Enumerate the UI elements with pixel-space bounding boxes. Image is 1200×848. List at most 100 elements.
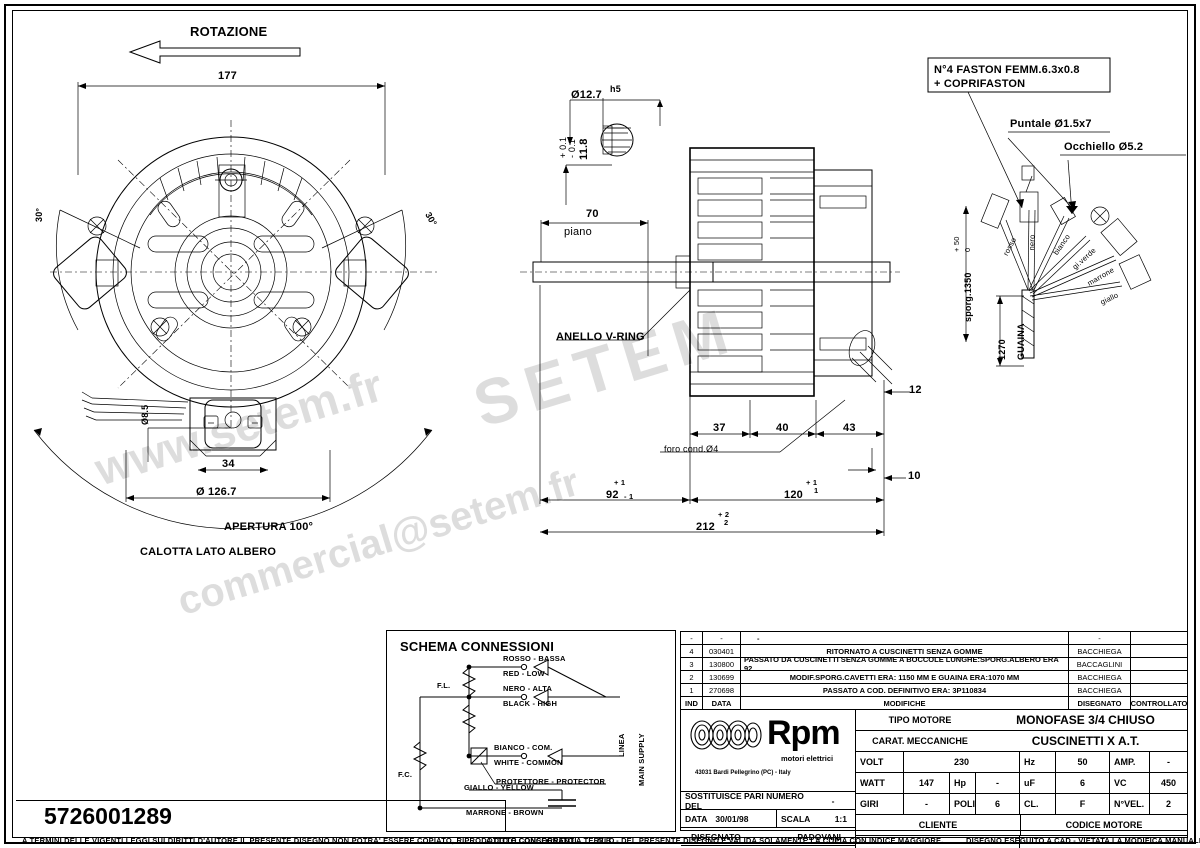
- rev-data: 030401: [703, 645, 741, 657]
- volt-value: 230: [904, 752, 1020, 772]
- watt-row: WATT 147 Hp - uF 6 VC 450: [856, 773, 1187, 794]
- drawing-number-box: 5726001289: [16, 800, 506, 832]
- schema-wire-nero-it: NERO - ALTA: [503, 684, 553, 693]
- watt-value: 147: [904, 773, 950, 793]
- plane-label: piano: [564, 226, 592, 238]
- rev-top-dis: -: [1069, 632, 1131, 644]
- schema-wire-protettore: PROTETTORE - PROTECTOR: [496, 777, 606, 786]
- dim-70: 70: [586, 208, 599, 220]
- rev-ctr: [1131, 658, 1187, 670]
- rev-dis: BACCHIEGA: [1069, 645, 1131, 657]
- schema-wire-rosso-en: RED - LOW: [503, 669, 545, 678]
- dim-37: 37: [713, 422, 726, 434]
- sheet-border-outer: [4, 4, 1196, 844]
- schema-main-supply-label: MAIN SUPPLY: [637, 733, 646, 786]
- dim-120-tol: + 1: [806, 478, 818, 487]
- dim-92: 92: [606, 489, 619, 501]
- disegnato-row: DISEGNATO PADOVANI: [681, 828, 855, 846]
- schema-wire-bianco-en: WHITE - COMMON: [494, 758, 563, 767]
- rev-ind: 3: [681, 658, 703, 670]
- tipo-motore-label: TIPO MOTORE: [888, 715, 952, 725]
- dim-120-tol2: 1: [814, 486, 819, 495]
- carat-meccaniche-row: CARAT. MECCANICHE CUSCINETTI X A.T.: [856, 731, 1187, 752]
- uf-label: uF: [1020, 773, 1056, 793]
- schema-fl-label: F.L.: [437, 681, 451, 690]
- hp-label: Hp: [950, 773, 976, 793]
- drawing-number: 5726001289: [44, 803, 172, 829]
- dim-212-tol2: 2: [724, 518, 729, 527]
- hz-label: Hz: [1020, 752, 1056, 772]
- rev-mod: MODIF.SPORG.CAVETTI ERA: 1150 MM E GUAIN…: [741, 671, 1069, 683]
- rev-top-ind: -: [681, 632, 703, 644]
- hz-value: 50: [1056, 752, 1110, 772]
- rev-header-top-row: - - - -: [681, 632, 1187, 645]
- poli-label: POLI: [950, 794, 976, 814]
- cl-label: CL.: [1020, 794, 1056, 814]
- data-label: DATA: [685, 813, 708, 824]
- title-block: - - - - 4 030401 RITORNATO A CUSCINETTI …: [680, 631, 1188, 848]
- rev-top-data: -: [703, 632, 741, 644]
- rev-mod: PASSATO A COD. DEFINITIVO ERA: 3P110834: [741, 684, 1069, 696]
- rpm-logo-box: Rpm motori elettrici 43031 Bardi Pellegr…: [681, 710, 855, 792]
- schema-wire-giallo: GIALLO - YELLOW: [464, 783, 534, 792]
- dim-177: 177: [218, 70, 237, 82]
- dim-12: 12: [909, 384, 922, 396]
- aperture-label: APERTURA 100°: [224, 521, 314, 533]
- schema-wire-nero-en: BLACK - HIGH: [503, 699, 558, 708]
- volt-row: VOLT 230 Hz 50 AMP. -: [856, 752, 1187, 773]
- rev-ctr: [1131, 671, 1187, 683]
- dim-bolt-circle: Ø 126.7: [196, 486, 237, 498]
- footer-mid: N.B. - DEL PRESENTE DISEGNO E'VALIDA SOL…: [598, 836, 944, 845]
- codice-row: CODICE CLIENTE - 110657.00: [856, 836, 1187, 848]
- rev-mod: PASSATO DA CUSCINETTI SENZA GOMME A BOCC…: [741, 658, 1069, 670]
- sheet-border-inner: [12, 10, 1188, 838]
- poli-value: 6: [976, 794, 1020, 814]
- hp-value: -: [976, 773, 1020, 793]
- table-row: 3 130800 PASSATO DA CUSCINETTI SENZA GOM…: [681, 658, 1187, 671]
- rev-ind: 1: [681, 684, 703, 696]
- rev-mod: RITORNATO A CUSCINETTI SENZA GOMME: [741, 645, 1069, 657]
- codice-motore-label: CODICE MOTORE: [1065, 820, 1143, 830]
- rpm-address: 43031 Bardi Pellegrino (PC) - Italy: [695, 770, 791, 776]
- rev-col-data: DATA: [703, 697, 741, 709]
- giri-label: GIRI: [856, 794, 904, 814]
- tipo-motore-row: TIPO MOTORE MONOFASE 3/4 CHIUSO: [856, 710, 1187, 731]
- cliente-header-row: CLIENTE CODICE MOTORE: [856, 815, 1187, 836]
- rev-ind: 2: [681, 671, 703, 683]
- amp-label: AMP.: [1110, 752, 1150, 772]
- schema-wire-bianco-it: BIANCO - COM.: [494, 743, 553, 752]
- rev-data: 270698: [703, 684, 741, 696]
- footer-left2: A DITTE CONCORRENTI.: [486, 836, 579, 845]
- note-puntale: Puntale Ø1.5x7: [1010, 118, 1092, 130]
- rev-data: 130699: [703, 671, 741, 683]
- carat-value: CUSCINETTI X A.T.: [1031, 734, 1140, 748]
- table-row: 2 130699 MODIF.SPORG.CAVETTI ERA: 1150 M…: [681, 671, 1187, 684]
- table-row: 4 030401 RITORNATO A CUSCINETTI SENZA GO…: [681, 645, 1187, 658]
- rpm-logo-text: Rpm: [767, 714, 841, 752]
- dim-212-tol: + 2: [718, 510, 730, 519]
- title-block-left: Rpm motori elettrici 43031 Bardi Pellegr…: [681, 710, 856, 848]
- dim-40: 40: [776, 422, 789, 434]
- scala-value: 1:1: [834, 813, 847, 824]
- dim-92-tol: + 1: [614, 478, 626, 487]
- note-faston-line2: + COPRIFASTON: [934, 78, 1026, 90]
- vring-label: ANELLO V-RING: [556, 331, 645, 343]
- rev-ctr: [1131, 684, 1187, 696]
- dim-120: 120: [784, 489, 803, 501]
- cond-hole-label: foro cond.Ø4: [664, 444, 719, 454]
- dim-43: 43: [843, 422, 856, 434]
- rev-top-mod: -: [741, 632, 1069, 644]
- data-scala-row: DATA 30/01/98 SCALA 1:1: [681, 810, 855, 828]
- dim-34: 34: [222, 458, 235, 470]
- rev-col-ctr: CONTROLLATO: [1131, 698, 1187, 708]
- cliente-label: CLIENTE: [856, 815, 1021, 835]
- rev-col-mod: MODIFICHE: [741, 697, 1069, 709]
- rev-dis: BACCAGLINI: [1069, 658, 1131, 670]
- schema-title: SCHEMA CONNESSIONI: [400, 639, 555, 654]
- sostituisce-row: SOSTITUISCE PARI NUMERO DEL -: [681, 791, 855, 811]
- rev-dis: BACCHIEGA: [1069, 684, 1131, 696]
